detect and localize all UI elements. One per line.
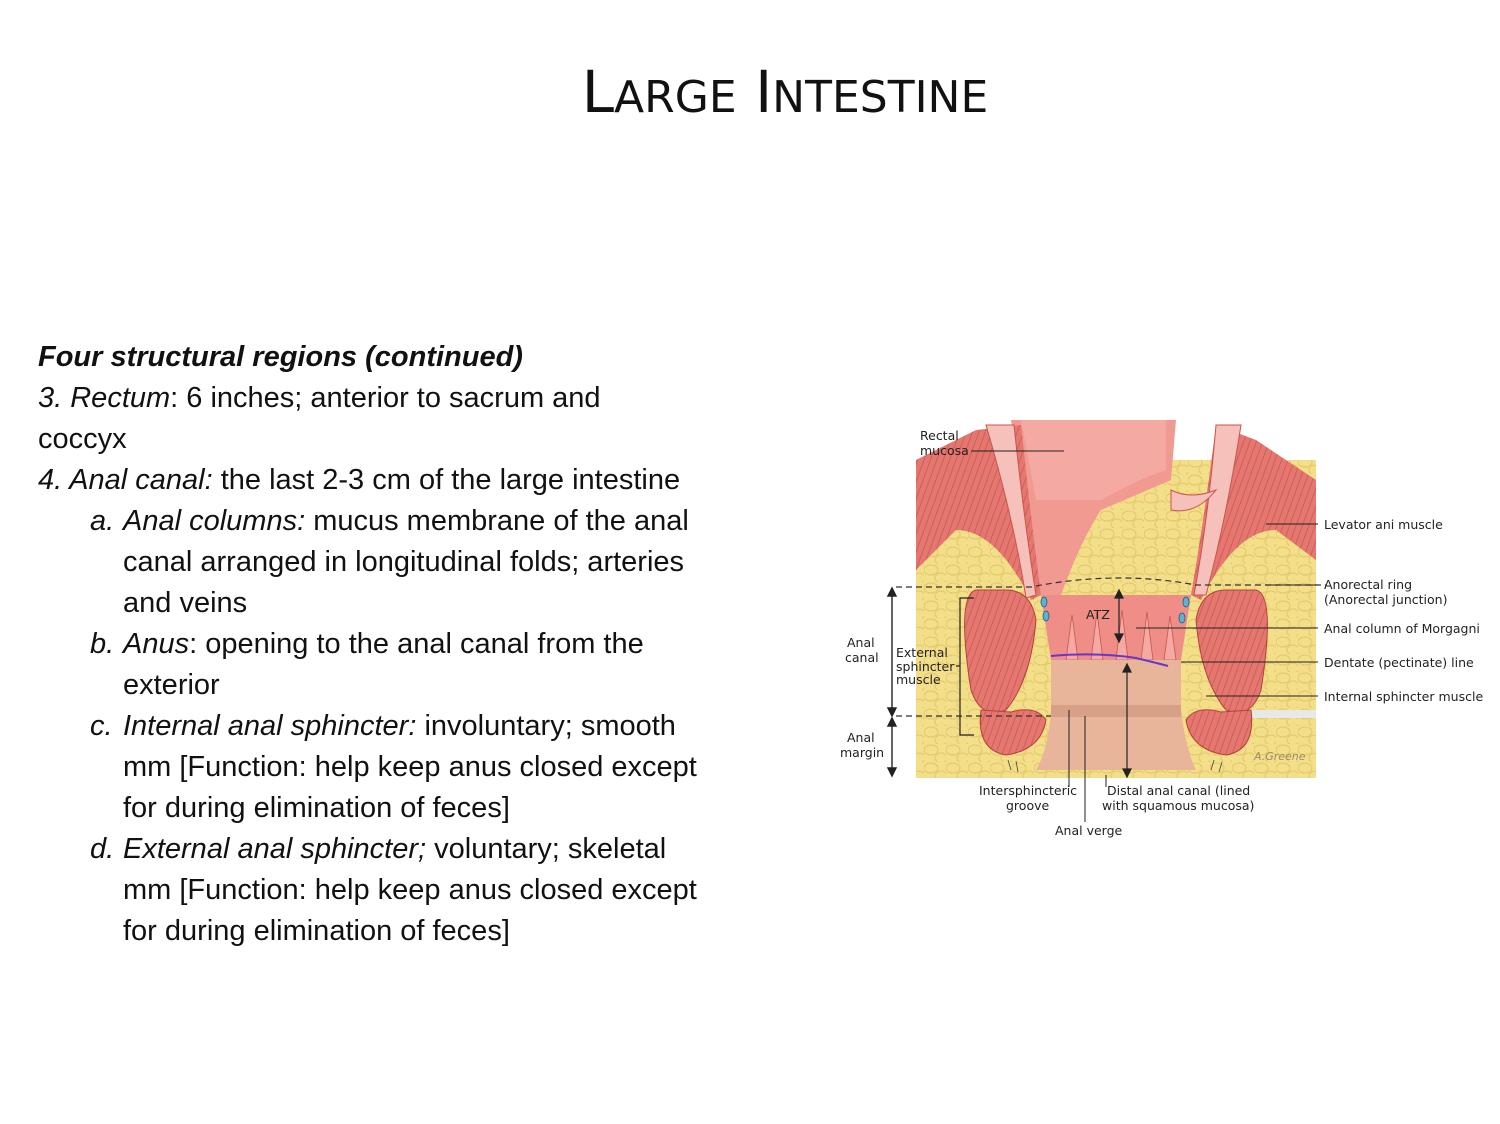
svg-text:with squamous mucosa): with squamous mucosa)	[1102, 798, 1254, 813]
item-term: Internal anal sphincter:	[123, 710, 417, 742]
title-word-intestine: INTESTINE	[755, 58, 989, 126]
title-word-large: LARGE	[581, 58, 737, 126]
item-text: for during elimination of feces]	[123, 792, 510, 824]
label-external-sphincter: External	[896, 645, 948, 660]
anorectal-dashed-line	[896, 577, 1326, 588]
item-text: canal arranged in longitudinal folds; ar…	[123, 546, 685, 578]
svg-text:mucosa: mucosa	[920, 443, 969, 458]
list-item-anus: b. Anus: opening to the anal canal from …	[38, 624, 818, 706]
slide-title: LARGE INTESTINE	[0, 58, 1500, 126]
label-levator-ani: Levator ani muscle	[1324, 517, 1443, 532]
label-anal-margin: Anal	[847, 730, 875, 745]
svg-text:(Anorectal junction): (Anorectal junction)	[1324, 592, 1447, 607]
list-item-anal-columns: a. Anal columns: mucus membrane of the a…	[38, 501, 818, 624]
section-heading: Four structural regions (continued)	[38, 341, 523, 373]
item-text: involuntary; smooth	[416, 710, 676, 742]
label-distal-anal-canal: Distal anal canal (lined	[1107, 783, 1250, 798]
anal-canal-text: the last 2-3 cm of the large intestine	[212, 464, 681, 496]
rectum-line-2: coccyx	[38, 423, 127, 455]
item-text: : opening to the anal canal from the	[189, 628, 644, 660]
right-external-sphincter	[1195, 589, 1268, 713]
item-text: mucus membrane of the anal	[305, 505, 689, 537]
item-text: mm [Function: help keep anus closed exce…	[123, 874, 697, 906]
label-anal-column-morgagni: Anal column of Morgagni	[1324, 621, 1480, 636]
left-external-sphincter	[964, 589, 1037, 713]
item-text: mm [Function: help keep anus closed exce…	[123, 751, 697, 783]
rectum-term: 3. Rectum	[38, 382, 171, 414]
item-text: exterior	[123, 669, 220, 701]
svg-text:groove: groove	[1006, 798, 1049, 813]
anal-canal-term: 4. Anal canal:	[38, 464, 213, 496]
svg-text:canal: canal	[845, 650, 879, 665]
item-text: and veins	[123, 587, 248, 619]
body-text: Four structural regions (continued) 3. R…	[38, 337, 818, 952]
item-term: Anal columns:	[123, 505, 306, 537]
rectum-text: : 6 inches; anterior to sacrum and	[170, 382, 601, 414]
label-atz: ATZ	[1086, 607, 1110, 622]
svg-text:muscle: muscle	[896, 672, 941, 687]
label-anal-verge: Anal verge	[1055, 823, 1123, 838]
anatomy-illustration: A.Greene	[840, 420, 1483, 838]
rectum-line: 3. Rectum: 6 inches; anterior to sacrum …	[38, 378, 818, 419]
anal-columns	[1041, 595, 1191, 660]
svg-text:sphincter: sphincter	[896, 659, 955, 674]
list-item-external-sphincter: d. External anal sphincter; voluntary; s…	[38, 829, 818, 952]
svg-text:margin: margin	[840, 745, 884, 760]
list-marker: d.	[90, 833, 115, 865]
list-marker: b.	[90, 628, 115, 660]
list-item-internal-sphincter: c. Internal anal sphincter: involuntary;…	[38, 706, 818, 829]
label-internal-sphincter: Internal sphincter muscle	[1324, 689, 1483, 704]
anal-canal-diagram: A.Greene	[836, 420, 1496, 850]
list-marker: c.	[90, 710, 113, 742]
label-dentate-line: Dentate (pectinate) line	[1324, 655, 1474, 670]
anal-canal-line: 4. Anal canal: the last 2-3 cm of the la…	[38, 460, 818, 501]
item-term: External anal sphincter;	[123, 833, 427, 865]
list-marker: a.	[90, 505, 115, 537]
label-anal-canal: Anal	[847, 635, 875, 650]
dentate-line	[1050, 653, 1169, 667]
item-term: Anus	[123, 628, 190, 660]
anal-canal-arrow	[886, 586, 898, 778]
item-text: for during elimination of feces]	[123, 915, 510, 947]
artist-signature: A.Greene	[1253, 750, 1306, 763]
label-rectal-mucosa: Rectal	[920, 428, 959, 443]
label-anorectal-ring: Anorectal ring	[1324, 577, 1412, 592]
label-intersphincteric-groove: Intersphincteric	[979, 783, 1077, 798]
item-text: voluntary; skeletal	[426, 833, 667, 865]
